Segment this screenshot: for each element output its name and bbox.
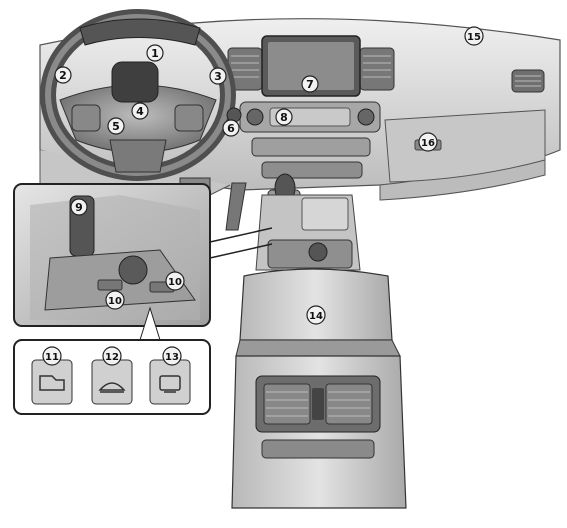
callout-number: 13 — [165, 352, 179, 363]
inset-connector-bottom — [209, 243, 273, 259]
callout-10b: 10 — [105, 290, 125, 310]
callout-circle — [165, 271, 185, 291]
callout-number: 10 — [168, 277, 182, 288]
callout-7: 7 — [301, 75, 319, 93]
callout-circle — [54, 66, 72, 84]
callout-circle — [209, 67, 227, 85]
callout-circle — [301, 75, 319, 93]
audio-climate-panel — [239, 101, 381, 179]
center-air-vent-left — [227, 47, 263, 91]
callout-number: 9 — [75, 201, 83, 214]
callout-4: 4 — [131, 102, 149, 120]
callout-circle — [464, 26, 484, 46]
callout-circle — [107, 117, 125, 135]
callout-number: 8 — [280, 111, 288, 124]
callout-number: 12 — [105, 352, 119, 363]
callout-circle — [105, 290, 125, 310]
callout-circle — [102, 346, 122, 366]
callout-number: 11 — [45, 352, 59, 363]
callout-9: 9 — [70, 198, 88, 216]
callout-number: 1 — [151, 47, 159, 60]
rear-air-vent — [255, 375, 381, 433]
callout-14: 14 — [306, 305, 326, 325]
callout-circle — [418, 132, 438, 152]
callout-1: 1 — [146, 44, 164, 62]
callout-12: 12 — [102, 346, 122, 366]
callout-circle — [70, 198, 88, 216]
callout-2: 2 — [54, 66, 72, 84]
center-console — [255, 194, 361, 271]
callout-16: 16 — [418, 132, 438, 152]
rear-console-tray — [261, 439, 375, 459]
callout-number: 7 — [306, 78, 314, 91]
callout-10a: 10 — [165, 271, 185, 291]
callout-number: 2 — [59, 69, 67, 82]
callout-number: 16 — [421, 138, 435, 149]
switch-button-icon — [149, 359, 191, 405]
callout-circle — [306, 305, 326, 325]
callout-circle — [275, 108, 293, 126]
callout-number: 4 — [136, 105, 144, 118]
callout-circle — [146, 44, 164, 62]
callout-number: 5 — [112, 120, 120, 133]
callout-6: 6 — [222, 119, 240, 137]
switch-button-icon — [91, 359, 133, 405]
callout-5: 5 — [107, 117, 125, 135]
switches-detail-inset — [13, 339, 211, 415]
callout-11: 11 — [42, 346, 62, 366]
callout-number: 10 — [108, 296, 122, 307]
callout-number: 14 — [309, 311, 323, 322]
callout-circle — [42, 346, 62, 366]
switch-button-icon — [31, 359, 73, 405]
shifter-detail-inset — [13, 183, 211, 327]
callout-number: 6 — [227, 122, 235, 135]
callout-3: 3 — [209, 67, 227, 85]
inset-connector-top — [209, 227, 273, 243]
center-air-vent-right — [359, 47, 395, 91]
callout-circle — [222, 119, 240, 137]
navigation-display — [261, 35, 361, 97]
callout-13: 13 — [162, 346, 182, 366]
instrument-cluster — [79, 18, 201, 46]
callout-number: 15 — [467, 32, 481, 43]
callout-15: 15 — [464, 26, 484, 46]
glove-box — [384, 109, 546, 183]
callout-8: 8 — [275, 108, 293, 126]
callout-number: 3 — [214, 70, 222, 83]
steering-wheel-icon — [40, 9, 236, 181]
callout-circle — [131, 102, 149, 120]
side-air-vent — [511, 69, 545, 93]
callout-circle — [162, 346, 182, 366]
